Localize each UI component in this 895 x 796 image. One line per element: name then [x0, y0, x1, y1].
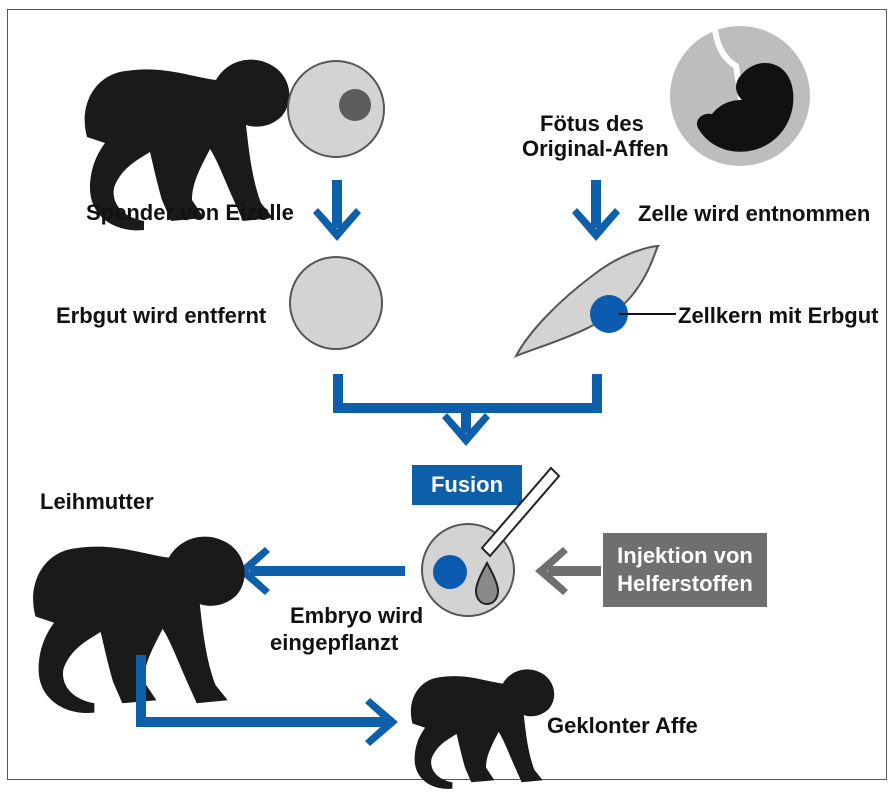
egg-nucleus	[339, 89, 371, 121]
fusion-label: Fusion	[431, 472, 503, 497]
fetus-icon	[670, 26, 810, 166]
cell-removed-label: Zelle wird entnommen	[638, 201, 870, 226]
nucleus-label: Zellkern mit Erbgut	[678, 303, 879, 328]
embryo-label-1: Embryo wird	[290, 603, 423, 628]
egg-donor-label: Spender von Eizelle	[86, 200, 294, 225]
injection-label-2: Helferstoffen	[617, 571, 753, 596]
dna-removed-label: Erbgut wird entfernt	[56, 303, 267, 328]
fused-nucleus	[433, 555, 467, 589]
egg-cell	[288, 61, 384, 157]
surrogate-label: Leihmutter	[40, 489, 154, 514]
cloned-label: Geklonter Affe	[547, 713, 698, 738]
fetus-label-1: Fötus des	[540, 111, 644, 136]
fetus-label-2: Original-Affen	[522, 136, 669, 161]
injection-label-1: Injektion von	[617, 543, 753, 568]
enucleated-egg	[290, 257, 382, 349]
embryo-label-2: eingepflanzt	[270, 630, 399, 655]
